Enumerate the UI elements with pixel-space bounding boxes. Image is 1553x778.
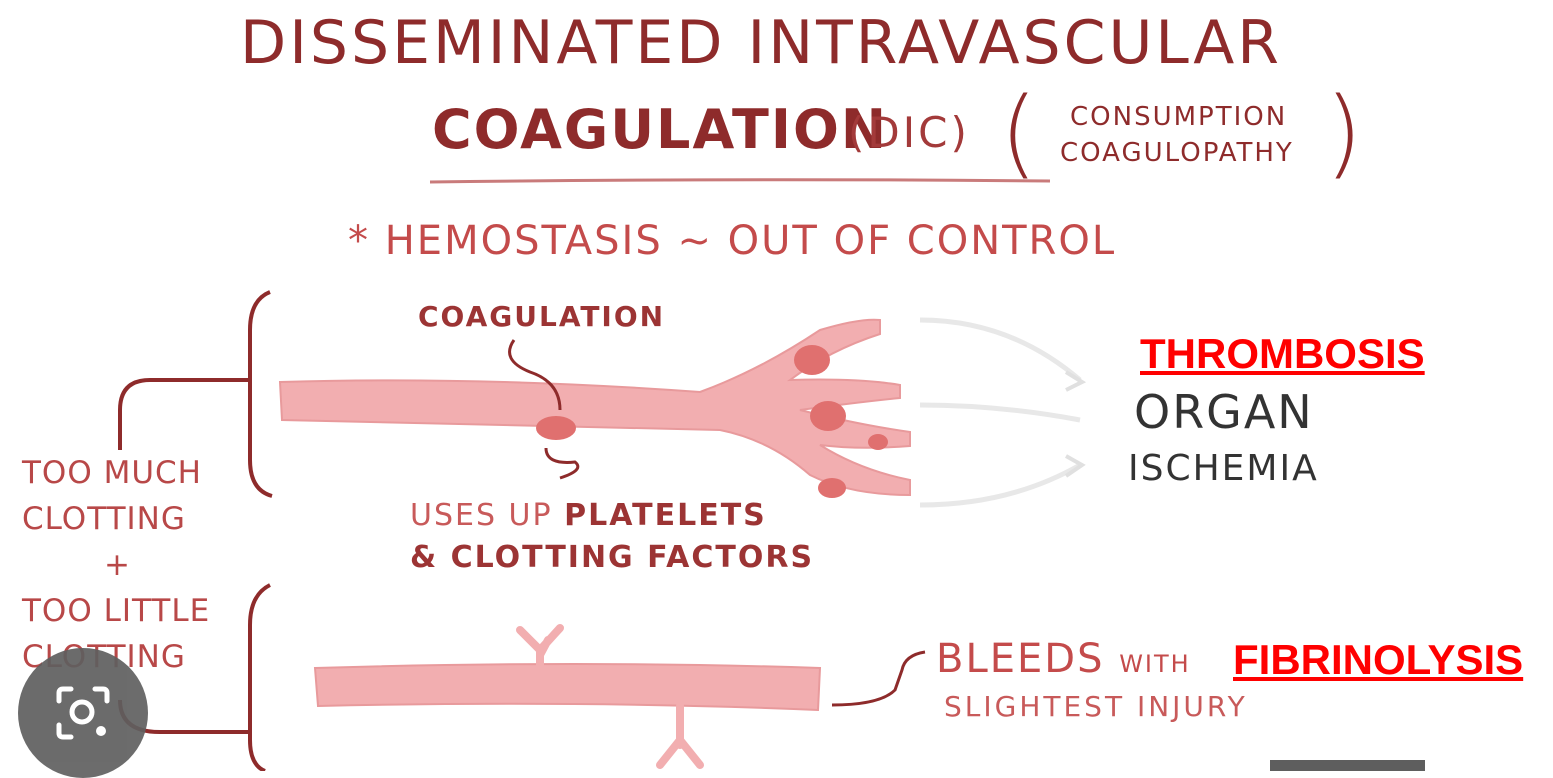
bleeds-word: Bleeds xyxy=(936,636,1104,682)
bleed-sprout-bottom xyxy=(660,706,700,765)
uses-up-line-2: & clotting factors xyxy=(410,540,814,575)
bleeds-with: with xyxy=(1119,650,1191,678)
image-search-button[interactable] xyxy=(18,648,148,778)
bleeds-label: Bleeds with xyxy=(936,636,1191,682)
uses-up-line-1: uses up platelets xyxy=(410,498,767,533)
uses-up-prefix: uses up xyxy=(410,498,553,533)
arrow-2 xyxy=(920,405,1080,420)
clot-branch-3 xyxy=(868,434,888,450)
scroll-bar[interactable] xyxy=(1270,760,1425,771)
arrow-3 xyxy=(920,465,1080,505)
slightest-injury-label: slightest injury xyxy=(944,690,1248,723)
left-label-line-1: Too much xyxy=(22,450,210,496)
clot-main xyxy=(536,416,576,440)
title-abbrev: (DIC) xyxy=(848,108,970,157)
image-search-icon xyxy=(51,681,115,745)
title-line-2: Coagulation xyxy=(432,98,888,161)
arrow-head-1 xyxy=(1066,372,1082,390)
alt-name-close-paren: ) xyxy=(1325,85,1362,181)
lower-bracket xyxy=(250,585,270,771)
title-line-1: Disseminated Intravascular xyxy=(240,8,1282,78)
clot-branch-4 xyxy=(818,478,846,498)
left-label-plus: + xyxy=(22,542,210,588)
alt-name-line-1: Consumption xyxy=(1070,102,1287,132)
alt-name-open-paren: ( xyxy=(1000,85,1037,181)
hemostasis-note: * Hemostasis ~ out of control xyxy=(348,218,1116,264)
connector-up xyxy=(120,380,250,450)
clot-branch-2 xyxy=(810,401,846,431)
left-label-line-2: clotting xyxy=(22,496,210,542)
ischemia-label: ischemia xyxy=(1128,448,1319,489)
fibrinolysis-label: FIBRINOLYSIS xyxy=(1233,636,1523,684)
left-label: Too much clotting + Too little clotting xyxy=(22,450,210,680)
arrow-1 xyxy=(920,320,1080,380)
lower-vessel xyxy=(315,664,820,710)
coagulation-label: Coagulation xyxy=(418,300,665,333)
bleeds-bracket xyxy=(832,652,925,705)
organ-label: Organ xyxy=(1134,385,1314,439)
alt-name-line-2: Coagulopathy xyxy=(1060,138,1294,168)
thrombosis-label: THROMBOSIS xyxy=(1140,330,1425,378)
left-label-line-3: Too little xyxy=(22,588,210,634)
upper-bracket xyxy=(250,292,272,496)
clot-branch-1 xyxy=(794,345,830,375)
uses-up-pointer xyxy=(546,448,578,478)
title-underline xyxy=(430,180,1050,182)
uses-up-platelets: platelets xyxy=(564,498,767,533)
